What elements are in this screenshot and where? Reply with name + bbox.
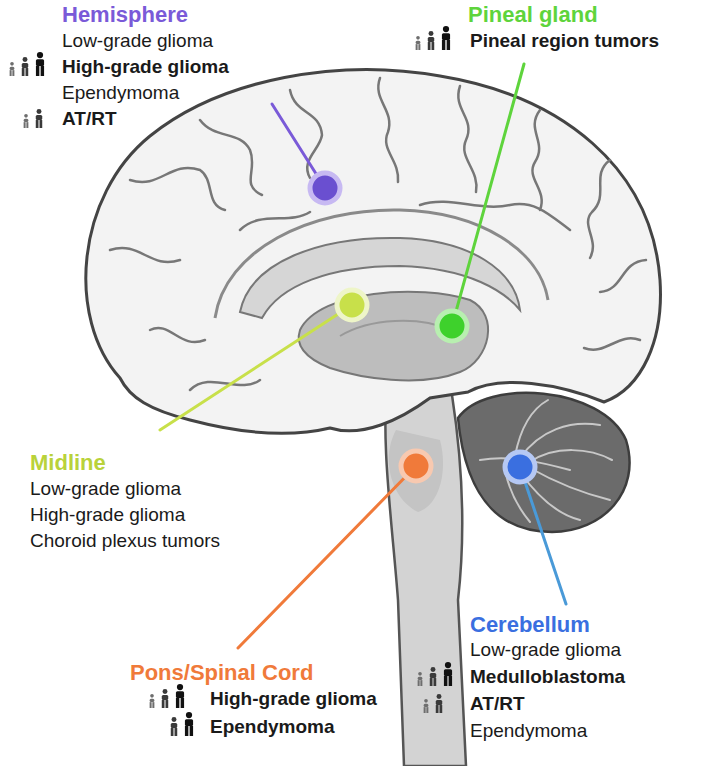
toddler-icon (416, 36, 421, 50)
region-heading: Midline (30, 450, 106, 476)
adult-icon (185, 712, 193, 736)
location-dot (401, 451, 431, 481)
tumor-label: Ependymoma (62, 82, 179, 104)
leader-lines (160, 64, 566, 648)
location-dots (310, 173, 535, 482)
child-icon (36, 109, 42, 128)
tumor-label: Medulloblastoma (470, 666, 625, 688)
region-heading: Hemisphere (62, 2, 188, 28)
tumor-label: Low-grade glioma (470, 639, 621, 661)
thalamus (299, 292, 488, 381)
toddler-icon (424, 699, 429, 713)
region-heading: Cerebellum (470, 612, 590, 638)
cerebellum-shape (458, 393, 630, 532)
adult-icon (176, 684, 184, 708)
location-dot (337, 290, 367, 320)
tumor-label: High-grade glioma (62, 56, 229, 78)
brainstem (385, 372, 466, 766)
toddler-icon (10, 62, 15, 76)
child-icon (22, 57, 28, 76)
child-icon (436, 694, 442, 713)
toddler-icon (24, 114, 29, 128)
child-icon (428, 31, 434, 50)
child-icon (171, 717, 177, 736)
tumor-label: AT/RT (62, 108, 117, 130)
location-dot (310, 173, 340, 203)
leader-line (160, 305, 352, 430)
pons (389, 430, 443, 512)
tumor-label: Low-grade glioma (30, 478, 181, 500)
adult-icon (442, 26, 450, 50)
tumor-label: High-grade glioma (30, 504, 185, 526)
tumor-label: Pineal region tumors (470, 30, 659, 52)
arbor-vitae (480, 400, 612, 522)
tumor-label: Low-grade glioma (62, 30, 213, 52)
adult-icon (36, 52, 44, 76)
tumor-label: High-grade glioma (210, 688, 377, 710)
leader-line (238, 466, 416, 648)
leader-line (452, 64, 524, 326)
child-icon (162, 689, 168, 708)
toddler-icon (150, 694, 155, 708)
region-heading: Pons/Spinal Cord (130, 660, 313, 686)
adult-icon (444, 662, 452, 686)
tumor-label: AT/RT (470, 693, 525, 715)
tumor-label: Choroid plexus tumors (30, 530, 220, 552)
gyri (110, 78, 646, 390)
cerebrum (86, 70, 661, 434)
child-icon (430, 667, 436, 686)
tumor-label: Ependymoma (470, 720, 587, 742)
leader-line (520, 467, 566, 604)
location-dot (505, 452, 535, 482)
location-dot (437, 311, 467, 341)
ventricle-line (340, 321, 450, 336)
region-heading: Pineal gland (468, 2, 598, 28)
toddler-icon (418, 672, 423, 686)
tumor-label: Ependymoma (210, 716, 335, 738)
